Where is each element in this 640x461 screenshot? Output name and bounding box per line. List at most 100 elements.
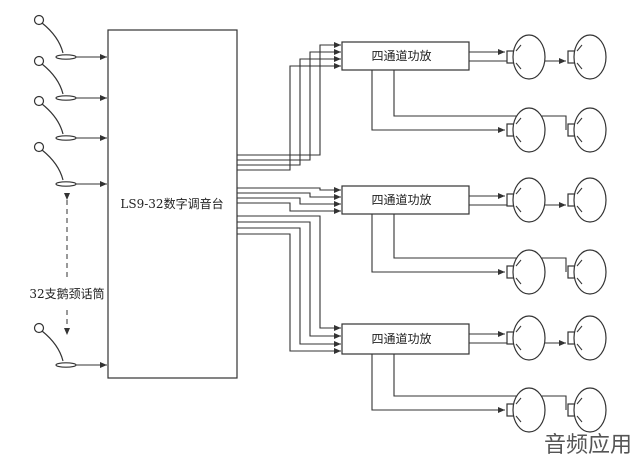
speaker-cone — [512, 34, 546, 80]
speaker-edge — [515, 205, 522, 213]
output-line — [371, 70, 505, 133]
bus-line — [237, 227, 341, 347]
speaker-edge — [576, 205, 583, 213]
output-line — [393, 70, 567, 130]
speaker — [567, 34, 607, 80]
speaker-cone — [573, 107, 607, 153]
speaker — [567, 177, 607, 223]
speaker-edge — [576, 259, 583, 267]
mixer-block — [107, 29, 238, 379]
speaker-cone — [512, 107, 546, 153]
speaker-cone — [512, 315, 546, 361]
speaker — [567, 107, 607, 153]
speaker-cone — [512, 387, 546, 433]
amplifier-outputs — [371, 315, 607, 433]
output-line — [393, 354, 567, 410]
speaker — [506, 249, 546, 295]
speaker-cone — [573, 315, 607, 361]
speaker — [567, 315, 607, 361]
speaker-edge — [515, 415, 522, 423]
mic-base — [55, 135, 77, 141]
speaker-edge — [576, 343, 583, 351]
mic-gooseneck — [41, 330, 64, 362]
bus-line — [237, 49, 341, 161]
mic-gooseneck — [41, 103, 64, 135]
speaker — [506, 34, 546, 80]
speaker-edge — [576, 117, 583, 125]
mic-head — [33, 141, 45, 153]
speaker-edge — [515, 117, 522, 125]
speaker-edge — [576, 277, 583, 285]
mic-base — [55, 54, 77, 60]
speaker-edge — [576, 135, 583, 143]
bus-line — [237, 56, 341, 166]
mic-base — [55, 181, 77, 187]
bus-line — [237, 63, 341, 171]
amplifier-outputs — [371, 34, 607, 153]
speaker-edge — [576, 44, 583, 52]
speaker-edge — [515, 62, 522, 70]
speaker-cone — [512, 249, 546, 295]
bus-line — [237, 202, 341, 214]
speaker-edge — [515, 277, 522, 285]
bus-line — [237, 221, 341, 339]
mic-base — [55, 95, 77, 101]
amplifier-box — [341, 41, 470, 71]
gooseneck-mic — [33, 14, 107, 60]
bus-line — [237, 187, 341, 193]
bus-line — [237, 197, 341, 207]
speaker-edge — [515, 187, 522, 195]
mic-head — [33, 322, 45, 334]
amplifier: 四通道功放 — [341, 41, 470, 71]
speaker — [567, 387, 607, 433]
speaker-cone — [573, 34, 607, 80]
mic-gooseneck — [41, 149, 64, 181]
speaker-cone — [512, 177, 546, 223]
amplifier-label: 四通道功放 — [371, 48, 431, 63]
speaker — [506, 177, 546, 223]
gooseneck-mic — [33, 55, 107, 101]
bus-line — [237, 42, 341, 156]
speaker-cone — [573, 387, 607, 433]
amplifier-label: 四通道功放 — [371, 331, 431, 346]
mic-group-label: 32支鹅颈话筒 — [29, 286, 104, 301]
amplifier-box — [341, 323, 470, 355]
output-line — [371, 354, 505, 413]
amplifier-box — [341, 185, 470, 215]
speaker-edge — [576, 62, 583, 70]
amplifier-outputs — [371, 177, 607, 295]
mic-gooseneck — [41, 22, 64, 54]
amplifier-label: 四通道功放 — [371, 192, 431, 207]
speaker-cone — [573, 177, 607, 223]
output-line — [371, 214, 505, 275]
watermark: 音频应用 — [544, 433, 632, 458]
microphone-group — [33, 14, 107, 368]
speaker — [506, 315, 546, 361]
speaker-cone — [573, 249, 607, 295]
mic-head — [33, 95, 45, 107]
bus-line — [237, 233, 341, 354]
bus-line — [237, 192, 341, 200]
amplifier: 四通道功放 — [341, 185, 470, 215]
bus-line — [237, 215, 341, 331]
output-line — [393, 214, 567, 272]
mic-head — [33, 14, 45, 26]
mixer-output-buses — [237, 42, 341, 354]
speaker — [567, 249, 607, 295]
speaker-edge — [576, 415, 583, 423]
gooseneck-mic — [33, 141, 107, 187]
speaker-edge — [515, 259, 522, 267]
mic-gooseneck — [41, 63, 64, 95]
mixer-label: LS9-32数字调音台 — [120, 196, 223, 211]
speaker-edge — [576, 325, 583, 333]
speaker-edge — [515, 343, 522, 351]
speaker-edge — [515, 135, 522, 143]
mic-base — [55, 362, 77, 368]
speaker-edge — [576, 187, 583, 195]
speaker-edge — [576, 397, 583, 405]
amplifier: 四通道功放 — [341, 323, 470, 355]
speaker-edge — [515, 325, 522, 333]
